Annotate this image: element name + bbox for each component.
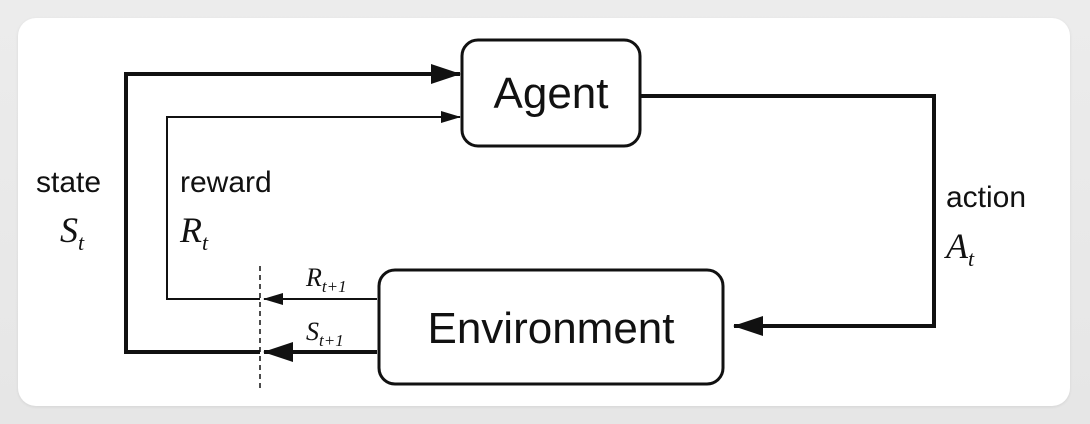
- state-arrow: [124, 64, 461, 354]
- environment-box: Environment: [377, 268, 725, 386]
- state-symbol: St: [60, 210, 85, 255]
- environment-label: Environment: [427, 304, 674, 353]
- agent-label: Agent: [494, 69, 609, 118]
- action-arrow: [640, 94, 936, 336]
- next-reward-symbol: Rt+1: [305, 263, 347, 296]
- reward-word: reward: [180, 166, 272, 199]
- state-word: state: [36, 166, 101, 199]
- action-word: action: [946, 181, 1026, 214]
- reward-symbol: Rt: [179, 210, 209, 255]
- next-state-symbol: St+1: [306, 317, 344, 350]
- agent-box: Agent: [460, 38, 642, 148]
- action-symbol: At: [944, 226, 975, 271]
- reward-arrow: [166, 111, 461, 300]
